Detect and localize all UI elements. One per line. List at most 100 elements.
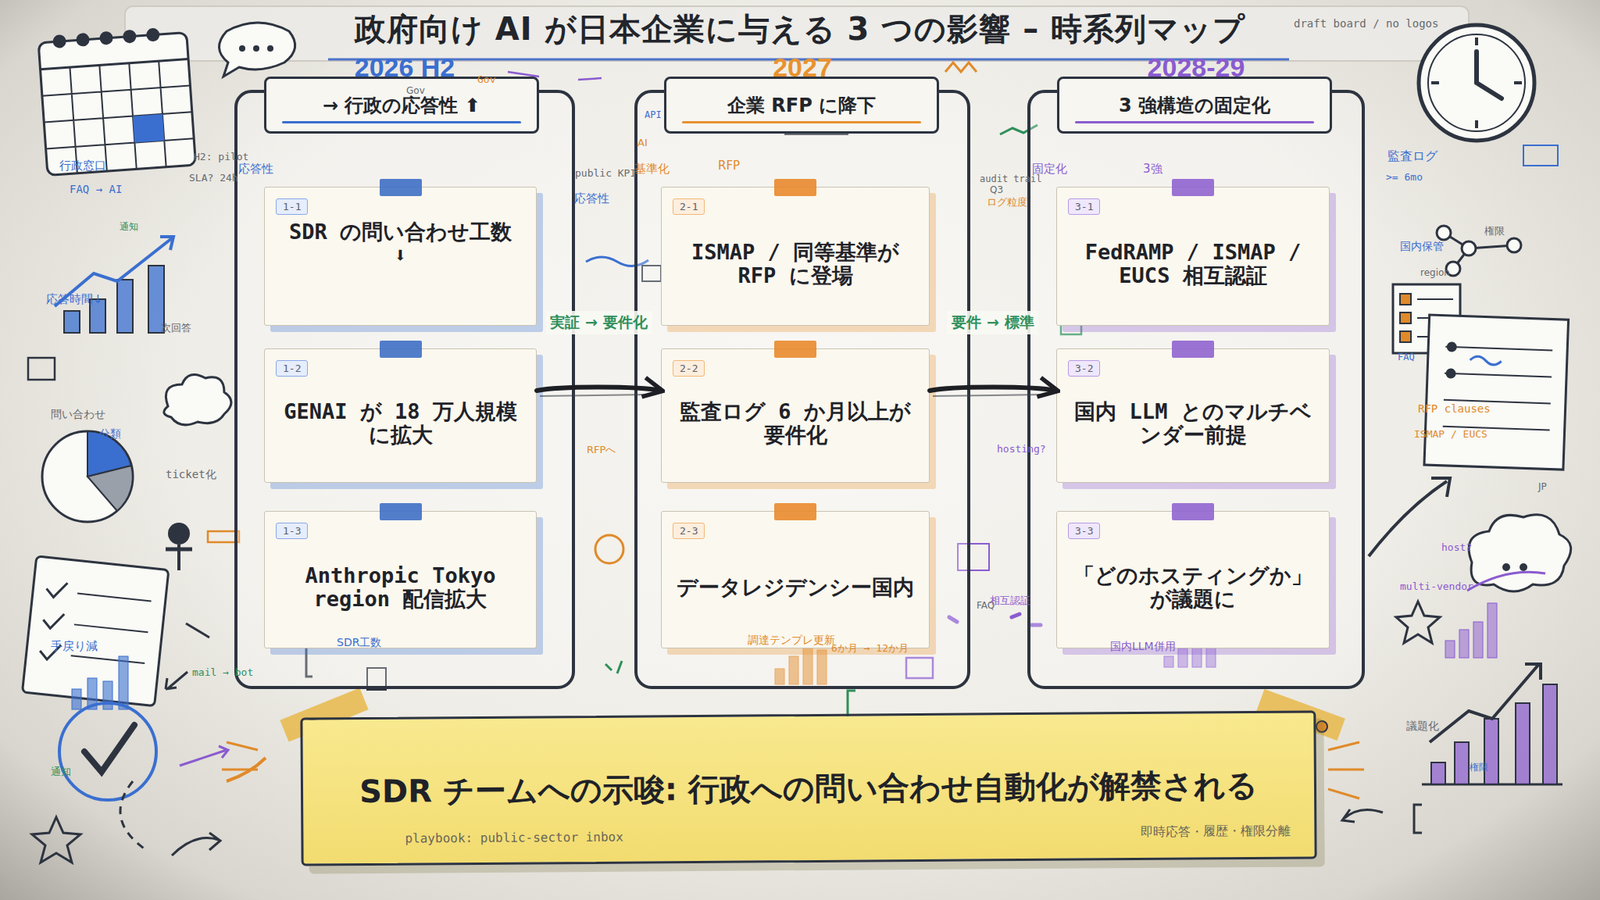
notepad-sheet: [1424, 314, 1569, 470]
bullet: [1447, 342, 1456, 351]
bar: [71, 689, 82, 710]
bar: [1515, 703, 1530, 785]
sketch-arrow: [171, 832, 221, 856]
edge-label: 実証 → 要件化: [545, 310, 652, 335]
note-label: Gov: [477, 73, 496, 86]
note-label: hosting?: [996, 442, 1047, 455]
note-label: 権限: [1484, 224, 1505, 239]
circle: [59, 703, 157, 800]
note-label: FAQ → AI: [69, 182, 122, 196]
period-label: 2028-29: [1030, 52, 1362, 83]
bar: [1431, 762, 1446, 785]
note-label: ISMAP / EUCS: [1414, 428, 1488, 440]
sketch-square: [28, 357, 55, 380]
banner-note: playbook: public-sector inbox: [404, 829, 623, 847]
note-label: 応答時間↓: [46, 292, 104, 308]
note-label: 固定化: [1032, 161, 1068, 177]
squiggle: [1470, 356, 1502, 365]
bar: [103, 681, 113, 710]
bar: [1445, 640, 1455, 658]
callout-number: 3-3: [1067, 522, 1100, 540]
note-label: AI: [637, 136, 648, 149]
clock-icon: [1418, 25, 1535, 141]
calendar-icon: [38, 27, 197, 176]
clock-hands: [1476, 51, 1502, 99]
calendar-ring: [77, 33, 90, 46]
calendar-frame: [38, 32, 196, 176]
note-label: FAQ: [1397, 351, 1415, 363]
calendar-ring: [146, 28, 159, 41]
bar: [1487, 603, 1497, 658]
note-label: draft board / no logos: [1293, 17, 1439, 30]
sticky-note: 1-2GENAI が 18 万人規模に拡大: [264, 348, 537, 483]
tab-underline: [282, 121, 522, 124]
checklist-sheet: [22, 556, 169, 707]
axis: [1421, 783, 1563, 786]
callout-number: 2-3: [672, 522, 705, 540]
squiggle: [945, 62, 977, 72]
note-text: 監査ログ 6 か月以上が 要件化: [661, 384, 929, 447]
note-label: 通知: [50, 764, 72, 779]
note-label: 通知: [119, 220, 139, 234]
tape-strip: [774, 178, 817, 197]
column-heading: 企業 RFP に降下: [727, 92, 876, 118]
bar: [1484, 718, 1499, 785]
sketch-stroke: [226, 757, 266, 782]
pie-rim: [42, 431, 133, 522]
clock-ticks: [1431, 37, 1522, 129]
mini-bars-right: [1445, 603, 1497, 658]
tape-strip: [774, 340, 817, 358]
bullet: [1446, 369, 1455, 378]
tape-pin: [1316, 721, 1328, 733]
note-label: 国内LLM併用: [1110, 639, 1176, 654]
note-label: multi-vendor: [1400, 580, 1474, 593]
note-label: Q3: [989, 184, 1004, 196]
bracket: [1414, 804, 1422, 833]
calendar-ring: [123, 30, 136, 43]
sticky-note: 2-2 監査ログ 6 か月以上が 要件化: [660, 348, 930, 483]
calendar-ring: [100, 32, 112, 44]
note-label: H2: pilot: [193, 150, 249, 163]
note-label: >= 6mo: [1385, 171, 1423, 183]
check: [84, 725, 135, 772]
trend-arrow: [1429, 664, 1541, 743]
pin-head: [167, 522, 190, 545]
note-label: RFP clauses: [1417, 402, 1491, 415]
bar: [118, 656, 129, 710]
calendar-ring: [53, 35, 66, 47]
note-text: Anthropic Tokyo region 配信拡大: [264, 548, 536, 611]
note-text: ISMAP / 同等基準が RFP に登場: [661, 225, 929, 288]
timeline-column: 2028-293 強構造の固定化3-1FedRAMP / ISMAP / EUC…: [1027, 89, 1365, 690]
bar: [1473, 621, 1483, 658]
cloud-outline: [1468, 514, 1572, 592]
cloud-right: [1467, 514, 1572, 592]
cloud-dot: [1519, 563, 1528, 572]
check-circle: [59, 703, 157, 800]
timeline-column: 2026 H2→ 行政の応答性 ⬆1-1SDR の問い合わせ工数 ⬇1-2GEN…: [234, 89, 575, 690]
bar: [117, 279, 133, 333]
tape-strip: [1171, 503, 1215, 521]
note-label: public KPI: [575, 167, 636, 179]
bubble-dot: [239, 45, 246, 52]
callout-number: 2-2: [672, 360, 705, 377]
sticky-note: 3-3「どのホスティングか」 が議題に: [1056, 510, 1330, 649]
note-label: API: [644, 109, 662, 121]
timeline-column: 2027企業 RFP に降下2-1ISMAP / 同等基準が RFP に登場2-…: [634, 89, 971, 690]
checklist-right: [1392, 284, 1461, 354]
note-label: 相互認証: [989, 593, 1031, 608]
check-box: [1400, 293, 1411, 305]
note-label: 手戻り減: [50, 639, 98, 654]
star-right: [1396, 601, 1440, 643]
callout-number: 1-1: [275, 198, 308, 215]
note-label: 分類: [99, 427, 122, 442]
sticky-note: 3-1FedRAMP / ISMAP / EUCS 相互認証: [1056, 186, 1330, 326]
period-label: 2027: [637, 52, 968, 83]
dashed-curve: [120, 781, 149, 852]
bar: [1454, 742, 1469, 785]
note-label: ticket化: [165, 467, 217, 483]
sticky-note: 3-2国内 LLM とのマルチベンダー前提: [1056, 348, 1330, 483]
trend-head: [160, 236, 174, 250]
note-label: 3強: [1142, 161, 1163, 177]
callout-number: 1-3: [275, 522, 308, 540]
